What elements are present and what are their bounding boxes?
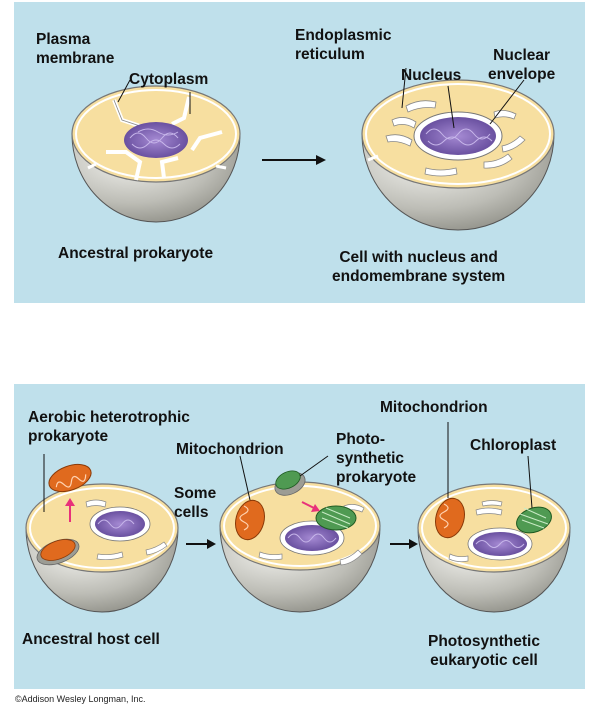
chloroplast-mid (315, 505, 357, 531)
top-leader-lines (117, 67, 525, 129)
label-mitochondrion-mid: Mitochondrion (176, 441, 284, 458)
label-some-cells: Some cells (174, 485, 217, 521)
label-nucleus: Nucleus (401, 67, 462, 84)
evolution-arrow-top (262, 155, 326, 165)
bottom-panel: Aerobic heterotrophic prokaryote Mitocho… (14, 384, 585, 689)
mitochondrion-right (435, 497, 465, 539)
pink-arrow-icon (311, 504, 320, 512)
ancestral-host-cell (25, 463, 179, 613)
label-endoplasmic-reticulum: Endoplasmic reticulum (295, 27, 392, 63)
evolution-arrow-2 (390, 539, 418, 549)
evolution-arrow-1 (186, 539, 216, 549)
mitochondrion-mid (235, 499, 265, 541)
label-cell-with-nucleus: Cell with nucleus and endomembrane syste… (332, 249, 506, 285)
intermediate-cell (219, 470, 381, 613)
nucleus (420, 117, 496, 155)
photosynthetic-prokaryote (274, 470, 306, 496)
bottom-panel-illustration (25, 422, 571, 613)
top-panel-illustration (71, 67, 555, 231)
label-photosynthetic-prokaryote: Photo- synthetic prokaryote (336, 431, 417, 486)
label-ancestral-prokaryote: Ancestral prokaryote (58, 245, 214, 262)
label-chloroplast: Chloroplast (470, 437, 557, 454)
label-nuclear-envelope: Nuclear envelope (488, 47, 556, 83)
aerobic-prokaryote (48, 463, 92, 493)
label-mitochondrion-right: Mitochondrion (380, 399, 488, 416)
nucleated-cell (361, 79, 555, 231)
label-aerobic-heterotrophic-prokaryote: Aerobic heterotrophic prokaryote (28, 409, 190, 445)
top-panel: Plasma membrane Cytoplasm Endoplasmic re… (14, 2, 585, 303)
label-cytoplasm: Cytoplasm (129, 71, 209, 88)
endoplasmic-reticulum (385, 100, 526, 177)
label-plasma-membrane: Plasma membrane (36, 31, 115, 67)
label-ancestral-host-cell: Ancestral host cell (22, 631, 160, 648)
copyright-notice: ©Addison Wesley Longman, Inc. (15, 694, 146, 704)
pink-arrow-icon (65, 498, 75, 506)
label-photosynthetic-eukaryotic-cell: Photosynthetic eukaryotic cell (428, 633, 540, 669)
ancestral-prokaryote-cell (71, 85, 241, 223)
chloroplast-right (516, 506, 552, 534)
photosynthetic-eukaryotic-cell (417, 483, 571, 613)
bottom-leader-lines (43, 422, 533, 512)
